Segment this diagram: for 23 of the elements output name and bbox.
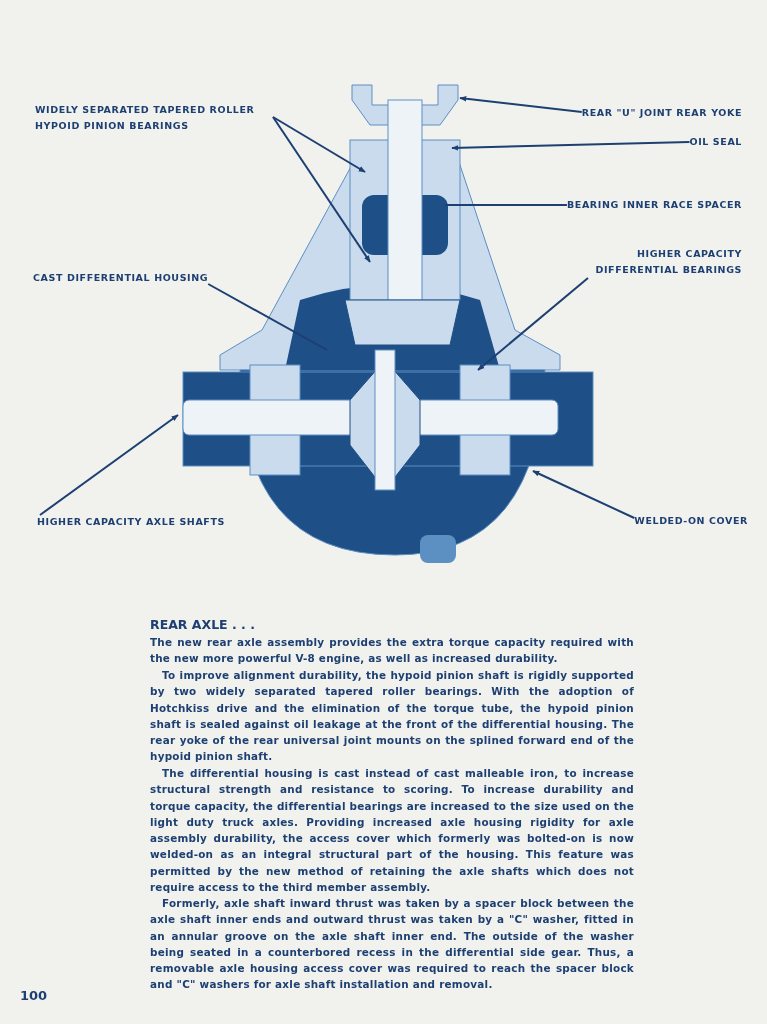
leader-line	[207, 283, 328, 351]
part-label: REAR "U" JOINT REAR YOKE	[581, 105, 742, 121]
part-label: HIGHER CAPACITY DIFFERENTIAL BEARINGS	[572, 246, 742, 278]
leader-line	[532, 470, 636, 519]
part-label: WIDELY SEPARATED TAPERED ROLLER HYPOID PINION BEARINGS	[35, 102, 285, 134]
body-paragraph: The new rear axle assembly provides the extra torque capacity required with the new more powerful V-8 engine, as well as increased durability.	[150, 635, 634, 667]
leader-line	[272, 116, 371, 263]
leader-line	[477, 277, 589, 371]
leader-line	[39, 414, 179, 516]
part-label: BEARING INNER RACE SPACER	[566, 197, 742, 213]
part-label: WELDED-ON COVER	[634, 513, 748, 529]
leader-line	[459, 95, 583, 113]
leader-line	[272, 116, 366, 173]
leader-line	[444, 204, 568, 206]
body-paragraph: To improve alignment durability, the hypoid pinion shaft is rigidly supported by two widely separated tapered roller bearings. With the adoption of Hotchkiss drive and the elimination of the torque tube, the hypoid pinion shaft is sealed against oil leakage at the front of the differential housing. The rear yoke of the rear universal joint mounts on the splined forward end of the hypoid pinion shaft.	[150, 668, 634, 765]
page-number: 100	[20, 988, 48, 1003]
body-paragraph: The differential housing is cast instead of cast malleable iron, to increase structural strength and resistance to scoring. To increase durability and torque capacity, the differential bearings are increased to the size used on the light duty truck axles. Providing increased axle housing rigidity for axle assembly durability, the access cover which formerly was bolted-on is now welded-on as an integral structural part of the housing. This feature was permitted by the new method of retaining the axle shafts which does not require access to the third member assembly.	[150, 766, 634, 896]
part-label: OIL SEAL	[689, 134, 742, 150]
part-label: HIGHER CAPACITY AXLE SHAFTS	[37, 514, 225, 530]
body-paragraph: Formerly, axle shaft inward thrust was taken by a spacer block between the axle shaft inner ends and outward thrust was taken by a "C" washer, fitted in an annular groove on the axle shaft inner end. The outside of the washer being seated in a counterbored recess in the differential side gear. Thus, a removable axle housing access cover was required to reach the spacer block and "C" washers for axle shaft installation and removal.	[150, 896, 634, 993]
leader-line	[451, 141, 691, 151]
part-label: CAST DIFFERENTIAL HOUSING	[33, 270, 209, 286]
section-heading: REAR AXLE . . .	[150, 617, 255, 632]
